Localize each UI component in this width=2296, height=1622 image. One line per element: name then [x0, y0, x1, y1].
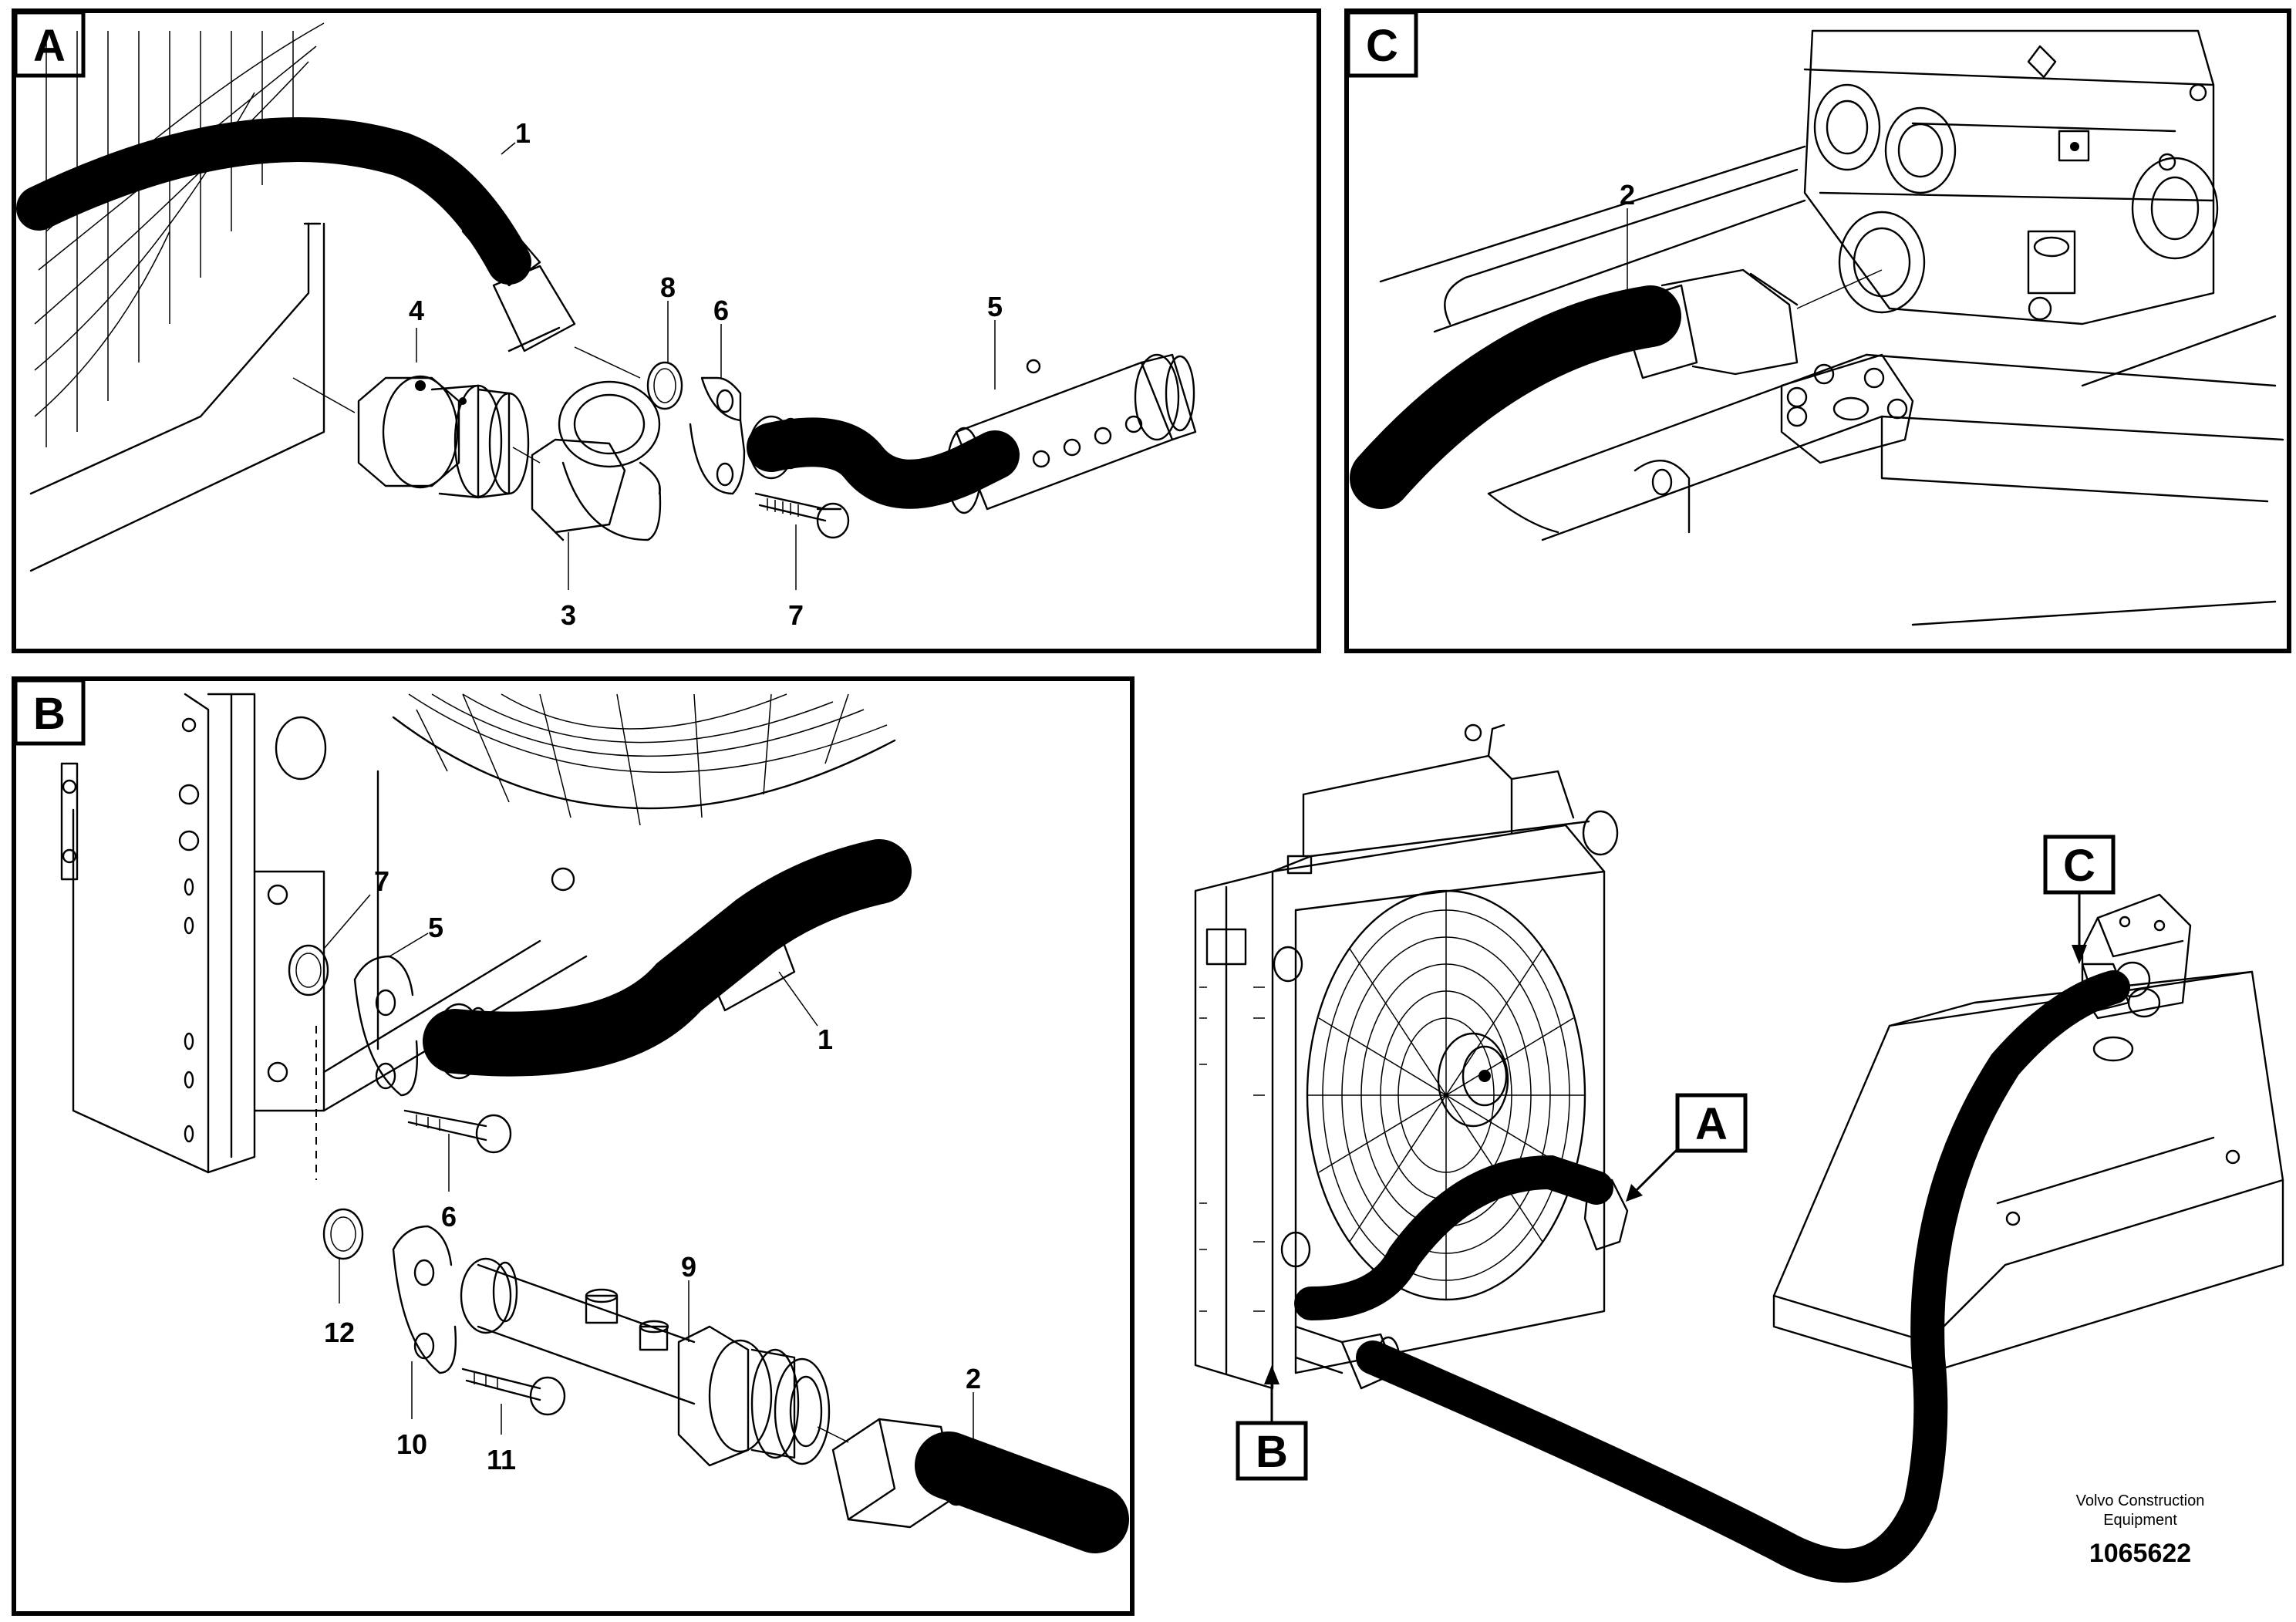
hose-1-b	[423, 839, 912, 1080]
callout-a-label: A	[1695, 1099, 1728, 1149]
leader-line-a1	[574, 346, 641, 379]
part-number: 6	[713, 295, 729, 326]
panel-b-label: B	[33, 689, 66, 739]
part-number: 10	[396, 1428, 427, 1460]
part-number: 9	[681, 1251, 696, 1283]
panel-a-label-box	[13, 10, 86, 78]
flange-half-6	[689, 376, 746, 495]
hose-1	[16, 117, 576, 352]
hose-2-b	[831, 1418, 1129, 1553]
panel-a-callouts: 1 4 3 8 6 7 5	[409, 117, 1003, 631]
flange-c	[1780, 353, 1914, 464]
part-number: 5	[428, 912, 443, 943]
o-ring-12	[322, 1208, 364, 1260]
hose-2	[1350, 268, 1883, 509]
hose-to-b	[1294, 963, 2130, 1583]
part-number: 6	[441, 1201, 457, 1233]
part-number: 7	[374, 865, 389, 897]
part-number: 1	[818, 1023, 833, 1055]
screw-7	[754, 492, 850, 539]
part-number: 2	[1620, 179, 1635, 211]
part-number: 2	[966, 1363, 981, 1394]
document-number: 1065622	[2089, 1539, 2191, 1568]
overview-drawing: C A B Volvo Construction Equipment 10656…	[1194, 723, 2284, 1583]
panel-b: B	[12, 676, 1135, 1616]
screw-11	[461, 1367, 566, 1416]
panel-a: A	[12, 8, 1321, 653]
panel-b-callouts: 7 5 1 6 9 12 10 11 2	[323, 865, 981, 1475]
part-number: 4	[409, 295, 424, 326]
callout-c-box	[2043, 835, 2116, 895]
callout-c: C	[2043, 835, 2116, 964]
part-number: 5	[987, 291, 1003, 322]
callout-b: B	[1236, 1365, 1308, 1481]
callout-a: A	[1626, 1093, 1748, 1202]
flange-half-10	[392, 1225, 457, 1374]
part-number: 11	[487, 1444, 516, 1475]
cooler-fan	[1306, 889, 1586, 1301]
elbow-3	[531, 380, 662, 541]
credit-line-2: Equipment	[2103, 1512, 2177, 1529]
adapter-b	[677, 1325, 849, 1467]
part-number: 1	[515, 117, 531, 149]
panel-c-frame	[1344, 8, 2291, 653]
part-number: 12	[324, 1317, 355, 1348]
hose-to-a	[1294, 1155, 1629, 1320]
callout-a-box	[1675, 1093, 1748, 1153]
tank-top-c	[1379, 145, 2284, 626]
part-number: 3	[561, 599, 576, 631]
panel-a-frame	[12, 8, 1321, 653]
panel-c: C	[1344, 8, 2291, 653]
part-number: 8	[660, 271, 676, 303]
valve-block-c	[1803, 29, 2219, 325]
screw-6-b	[403, 1109, 512, 1154]
callout-b-label: B	[1256, 1427, 1288, 1477]
cooler-assembly	[1194, 723, 1619, 1390]
panel-c-label-box	[1346, 10, 1418, 78]
fitting-4	[292, 375, 541, 499]
fan-guard-b	[392, 693, 896, 892]
credit-line-1: Volvo Construction	[2076, 1492, 2205, 1509]
panel-c-label: C	[1366, 21, 1398, 71]
o-ring-7-b	[288, 944, 329, 996]
pipe-9	[460, 1257, 696, 1405]
pipe-5	[747, 353, 1197, 514]
o-ring-8	[646, 361, 683, 410]
bracket-plate-b	[60, 693, 588, 1174]
part-number: 7	[788, 599, 804, 631]
panel-b-label-box	[13, 678, 86, 746]
panel-a-label: A	[33, 21, 66, 71]
callout-c-label: C	[2063, 841, 2095, 891]
